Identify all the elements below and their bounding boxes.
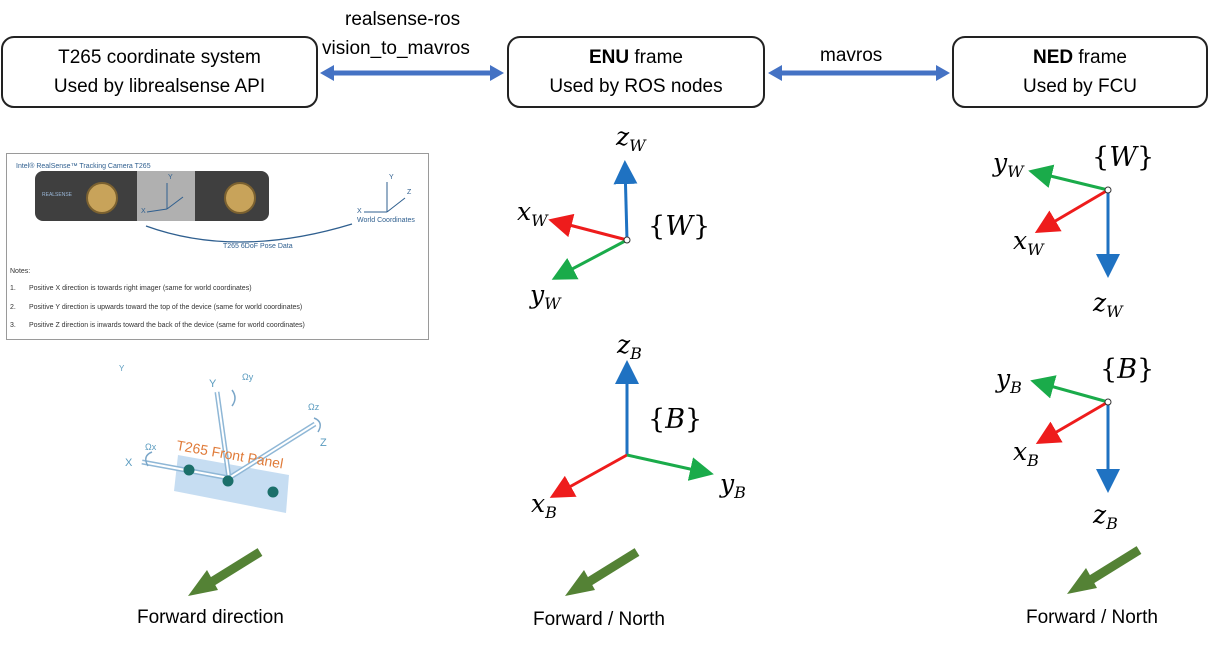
ned-world-z-label: zW [1093,288,1123,321]
forward-caption-middle: Forward / North [533,609,665,630]
forward-arrow-left-icon [188,548,263,596]
enu-rest: frame [629,47,683,68]
ned-world-frame-label: {W} [1092,142,1155,173]
enu-world-frame-label: {W} [648,211,711,242]
ned-world-y-label: yW [993,148,1024,181]
ned-box-subtitle: Used by FCU [1022,76,1138,97]
enu-body-frame-label: {B} [648,404,703,435]
camera-center-panel [137,171,195,221]
panel-omega-z: Ωz [308,402,320,412]
t265-coordinate-box: T265 coordinate system Used by librealse… [1,36,318,108]
doc-note-3-num: 3. [10,322,16,329]
ned-body-axes [1030,375,1120,493]
enu-world-z-label: zW [616,122,646,155]
enu-box-title: ENU frame [589,43,683,72]
doc-title: Intel® RealSense™ Tracking Camera T265 [16,163,151,170]
camera-lens-left [86,182,118,214]
enu-world-y-label: yW [530,280,561,313]
link-label-mavros: mavros [820,45,883,66]
doc-axis-y: Y [168,174,173,181]
doc-world-axis-z: Z [407,189,412,196]
t265-datasheet-image: Intel® RealSense™ Tracking Camera T265 R… [6,153,429,340]
doc-note-2: Positive Y direction is upwards toward t… [29,304,303,311]
ned-body-z-label: zB [1093,500,1118,533]
doc-world-coordinates: World Coordinates [357,217,415,224]
panel-stray-y: Y [119,364,125,373]
doc-world-axis-x: X [357,208,362,215]
enu-body-z-label: zB [617,330,642,363]
forward-arrow-middle-icon [565,548,640,596]
panel-omega-x: Ωx [145,442,157,452]
ned-body-x-label: xB [1013,437,1039,470]
enu-box-subtitle: Used by ROS nodes [549,76,723,97]
link-arrow-enu-ned [768,65,950,81]
link-label-realsense-ros: realsense-ros [345,9,461,30]
doc-notes-title: Notes: [10,268,31,275]
ned-world-axes [1028,164,1120,278]
doc-pose-data: T265 6DoF Pose Data [223,243,293,250]
forward-arrow-right-icon [1067,546,1142,594]
forward-caption-right: Forward / North [1026,607,1158,628]
doc-brand: REALSENSE [42,192,73,198]
panel-omega-y: Ωy [242,372,254,382]
enu-body-y-label: yB [720,469,746,502]
ned-bold: NED [1033,47,1074,68]
enu-world-x-label: xW [517,197,548,230]
doc-axis-x: X [141,208,146,215]
enu-body-axes [549,360,714,498]
enu-world-axes [548,160,638,280]
ned-rest: frame [1073,47,1127,68]
doc-note-2-num: 2. [10,304,16,311]
ned-body-frame-label: {B} [1100,354,1155,385]
enu-frame-box: ENU frame Used by ROS nodes [507,36,765,108]
ned-world-x-label: xW [1013,226,1044,259]
enu-body-x-label: xB [531,489,557,522]
forward-caption-left: Forward direction [137,607,284,628]
link-label-vision-to-mavros: vision_to_mavros [322,38,470,59]
doc-note-3: Positive Z direction is inwards toward t… [29,322,305,329]
panel-axis-y: Y [209,378,217,390]
doc-note-1: Positive X direction is towards right im… [29,285,252,292]
doc-world-axis-y: Y [389,174,394,181]
t265-box-title: T265 coordinate system [58,47,261,68]
t265-box-subtitle: Used by librealsense API [53,76,266,97]
ned-body-y-label: yB [996,364,1022,397]
panel-axis-x: X [125,457,133,469]
panel-axis-z: Z [320,437,327,449]
doc-axes-drawing [145,182,406,243]
t265-front-panel-illustration [141,389,321,513]
camera-lens-right [224,182,256,214]
enu-bold: ENU [589,47,630,68]
doc-note-1-num: 1. [10,285,16,292]
ned-frame-box: NED frame Used by FCU [952,36,1208,108]
ned-box-title: NED frame [1033,43,1127,72]
link-arrow-t265-enu [320,65,504,81]
